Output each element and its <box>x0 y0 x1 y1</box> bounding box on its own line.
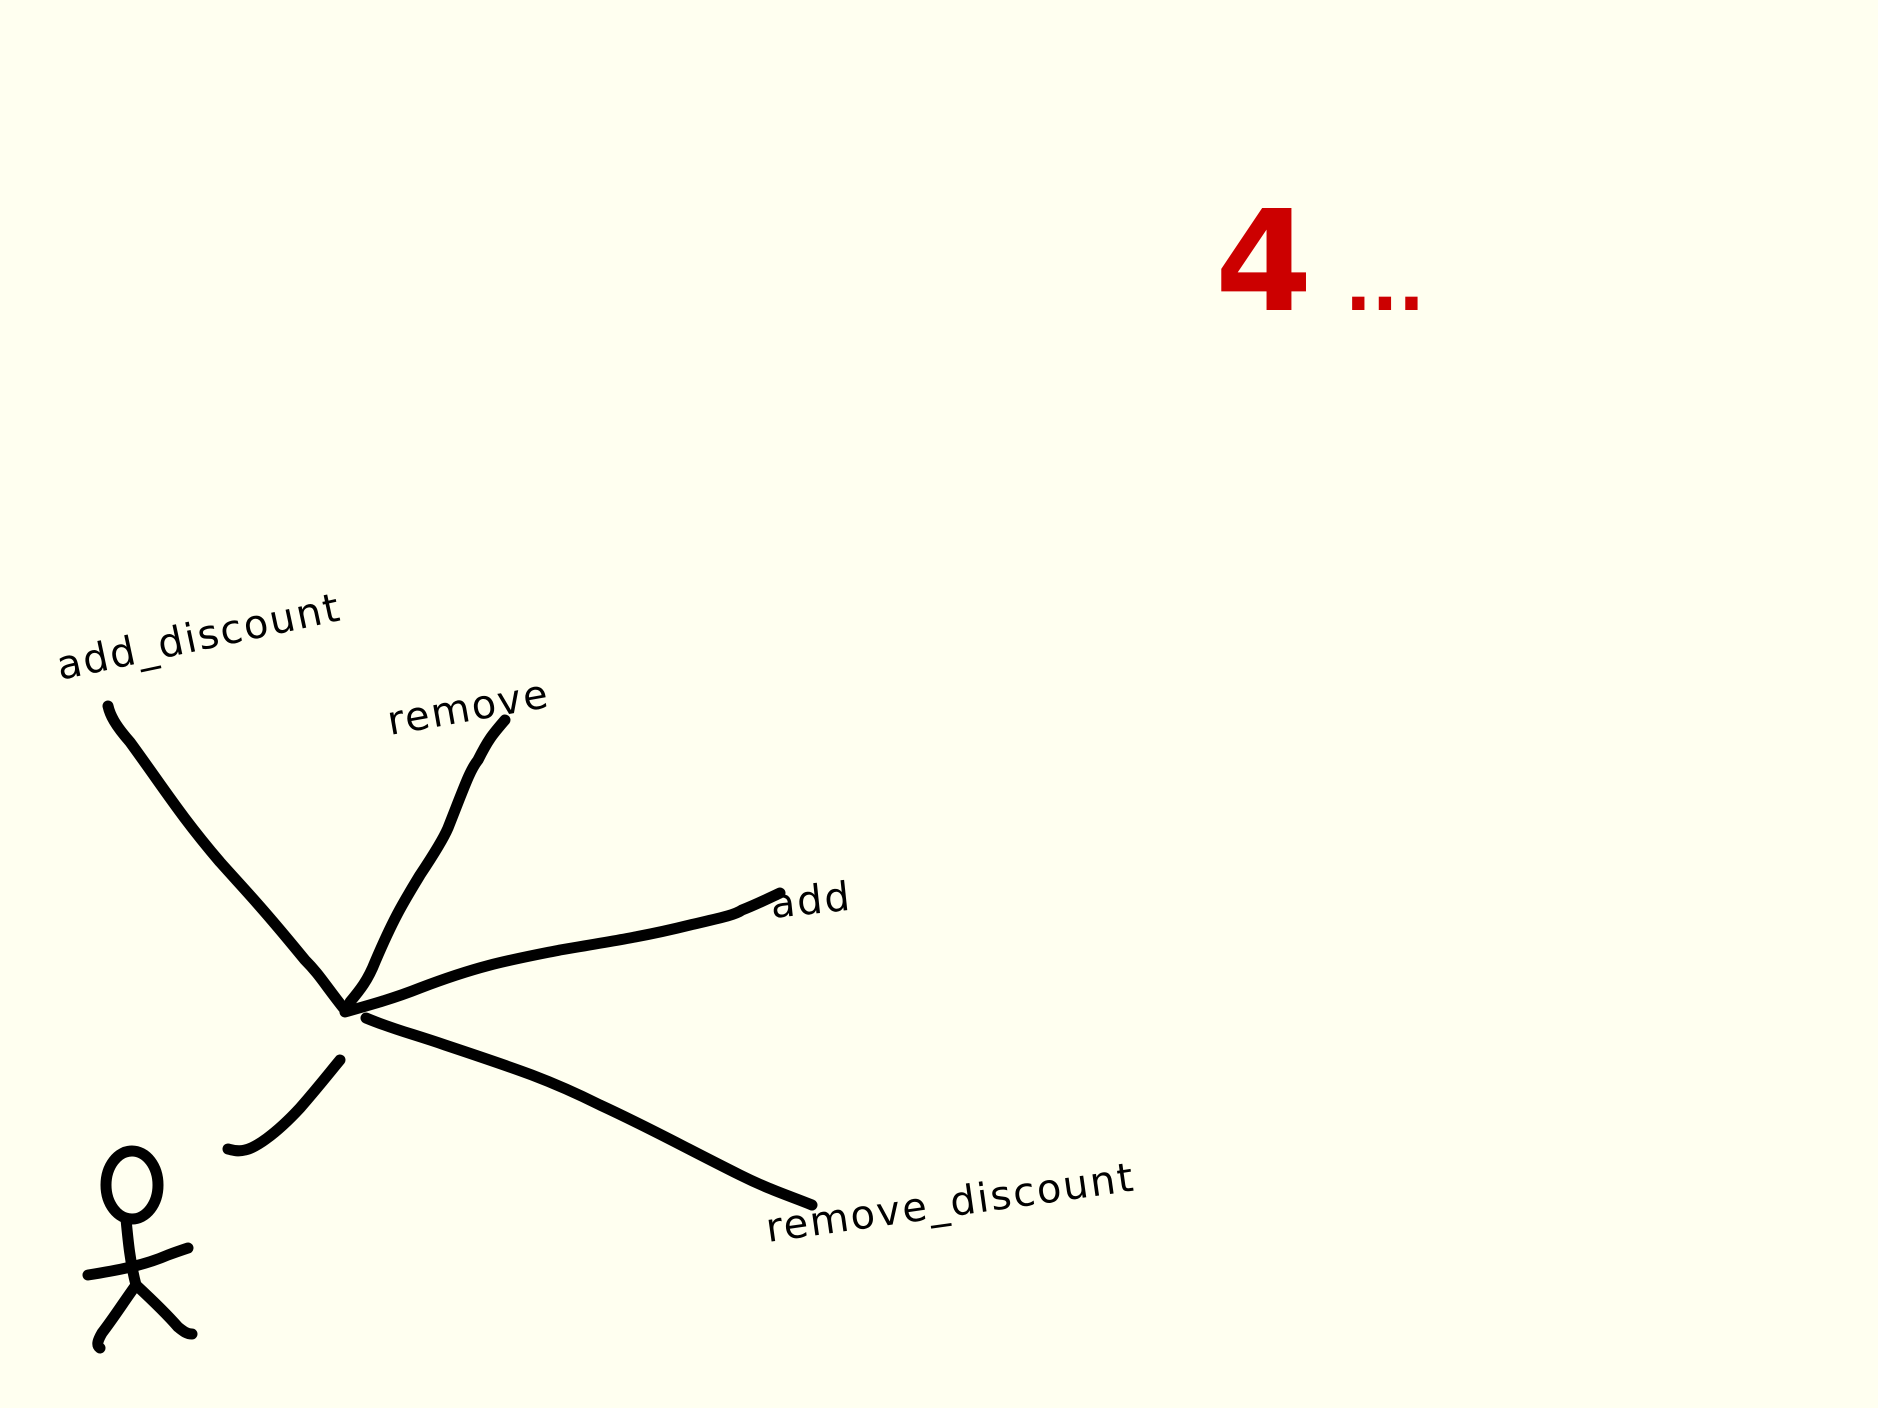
edge-add <box>339 887 786 1018</box>
stick-figure-icon <box>82 1145 198 1354</box>
step-ellipsis: ... <box>1345 245 1425 327</box>
label-add: add <box>768 874 854 928</box>
edge-remove <box>344 714 511 1008</box>
edges <box>102 700 818 1211</box>
step-ellipsis-text: ... <box>1345 245 1425 327</box>
label-remove: remove <box>384 671 553 745</box>
edge-actor <box>222 1054 346 1157</box>
label-add-discount: add_discount <box>53 585 346 690</box>
label-remove-discount: remove_discount <box>763 1155 1138 1252</box>
step-number: 4 <box>1215 181 1312 344</box>
edge-add-discount <box>102 700 351 1016</box>
edge-remove-discount <box>360 1012 818 1211</box>
step-indicator: 4 ... <box>1215 181 1425 344</box>
